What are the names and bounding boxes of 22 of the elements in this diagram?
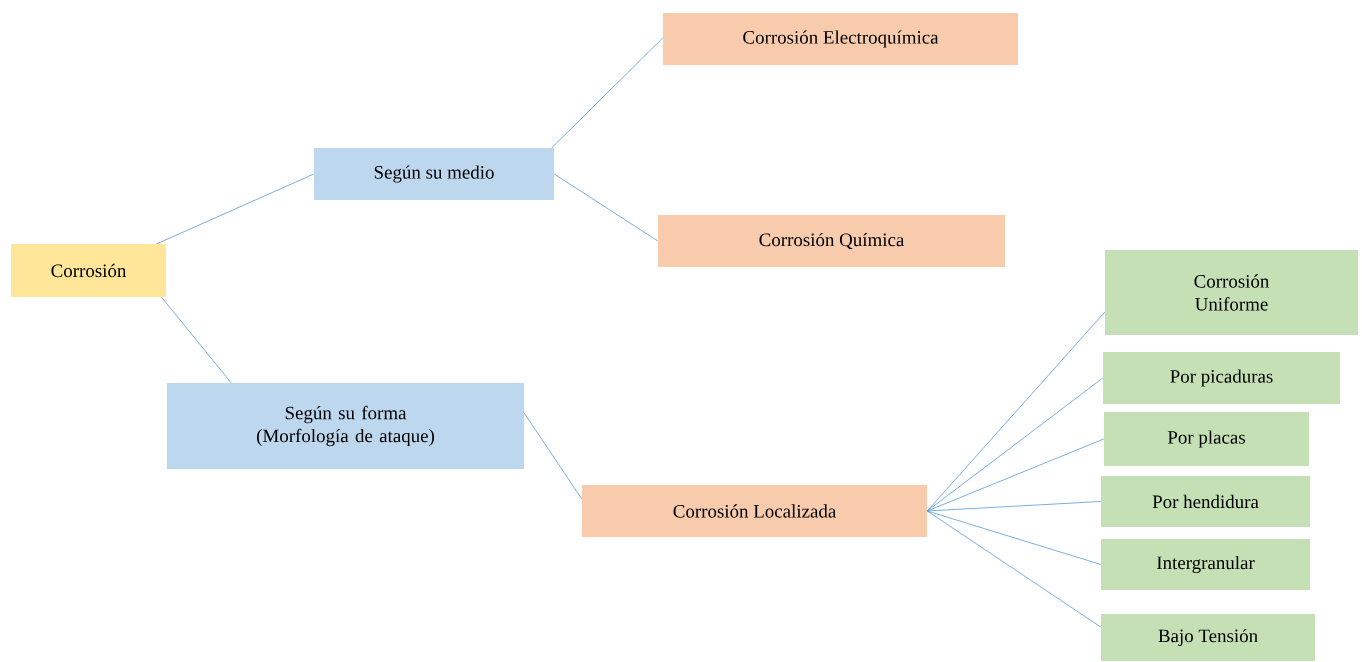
category-box: Bajo Tensión [1101,614,1315,661]
category-box: Corrosión Química [658,215,1005,267]
connector-line [553,173,659,242]
connector-line [523,412,583,500]
connector-line [156,173,315,245]
connector-line [161,296,232,384]
category-box: Corrosión Uniforme [1105,250,1358,335]
category-box: Por picaduras [1103,352,1340,404]
connector-line [926,438,1105,512]
connector-line [926,510,1102,565]
connector-line [551,37,664,149]
category-box: Corrosión Electroquímica [663,13,1018,65]
category-box: Corrosión [11,244,166,297]
category-box: Según su forma (Morfología de ataque) [167,383,524,469]
category-box: Por placas [1104,412,1309,466]
connector-line [926,510,1102,628]
category-box: Según su medio [314,148,554,200]
category-box: Intergranular [1101,539,1310,590]
category-box: Por hendidura [1101,476,1310,527]
category-box: Corrosión Localizada [582,485,927,537]
connector-line [926,501,1102,512]
connector-line [926,377,1104,512]
